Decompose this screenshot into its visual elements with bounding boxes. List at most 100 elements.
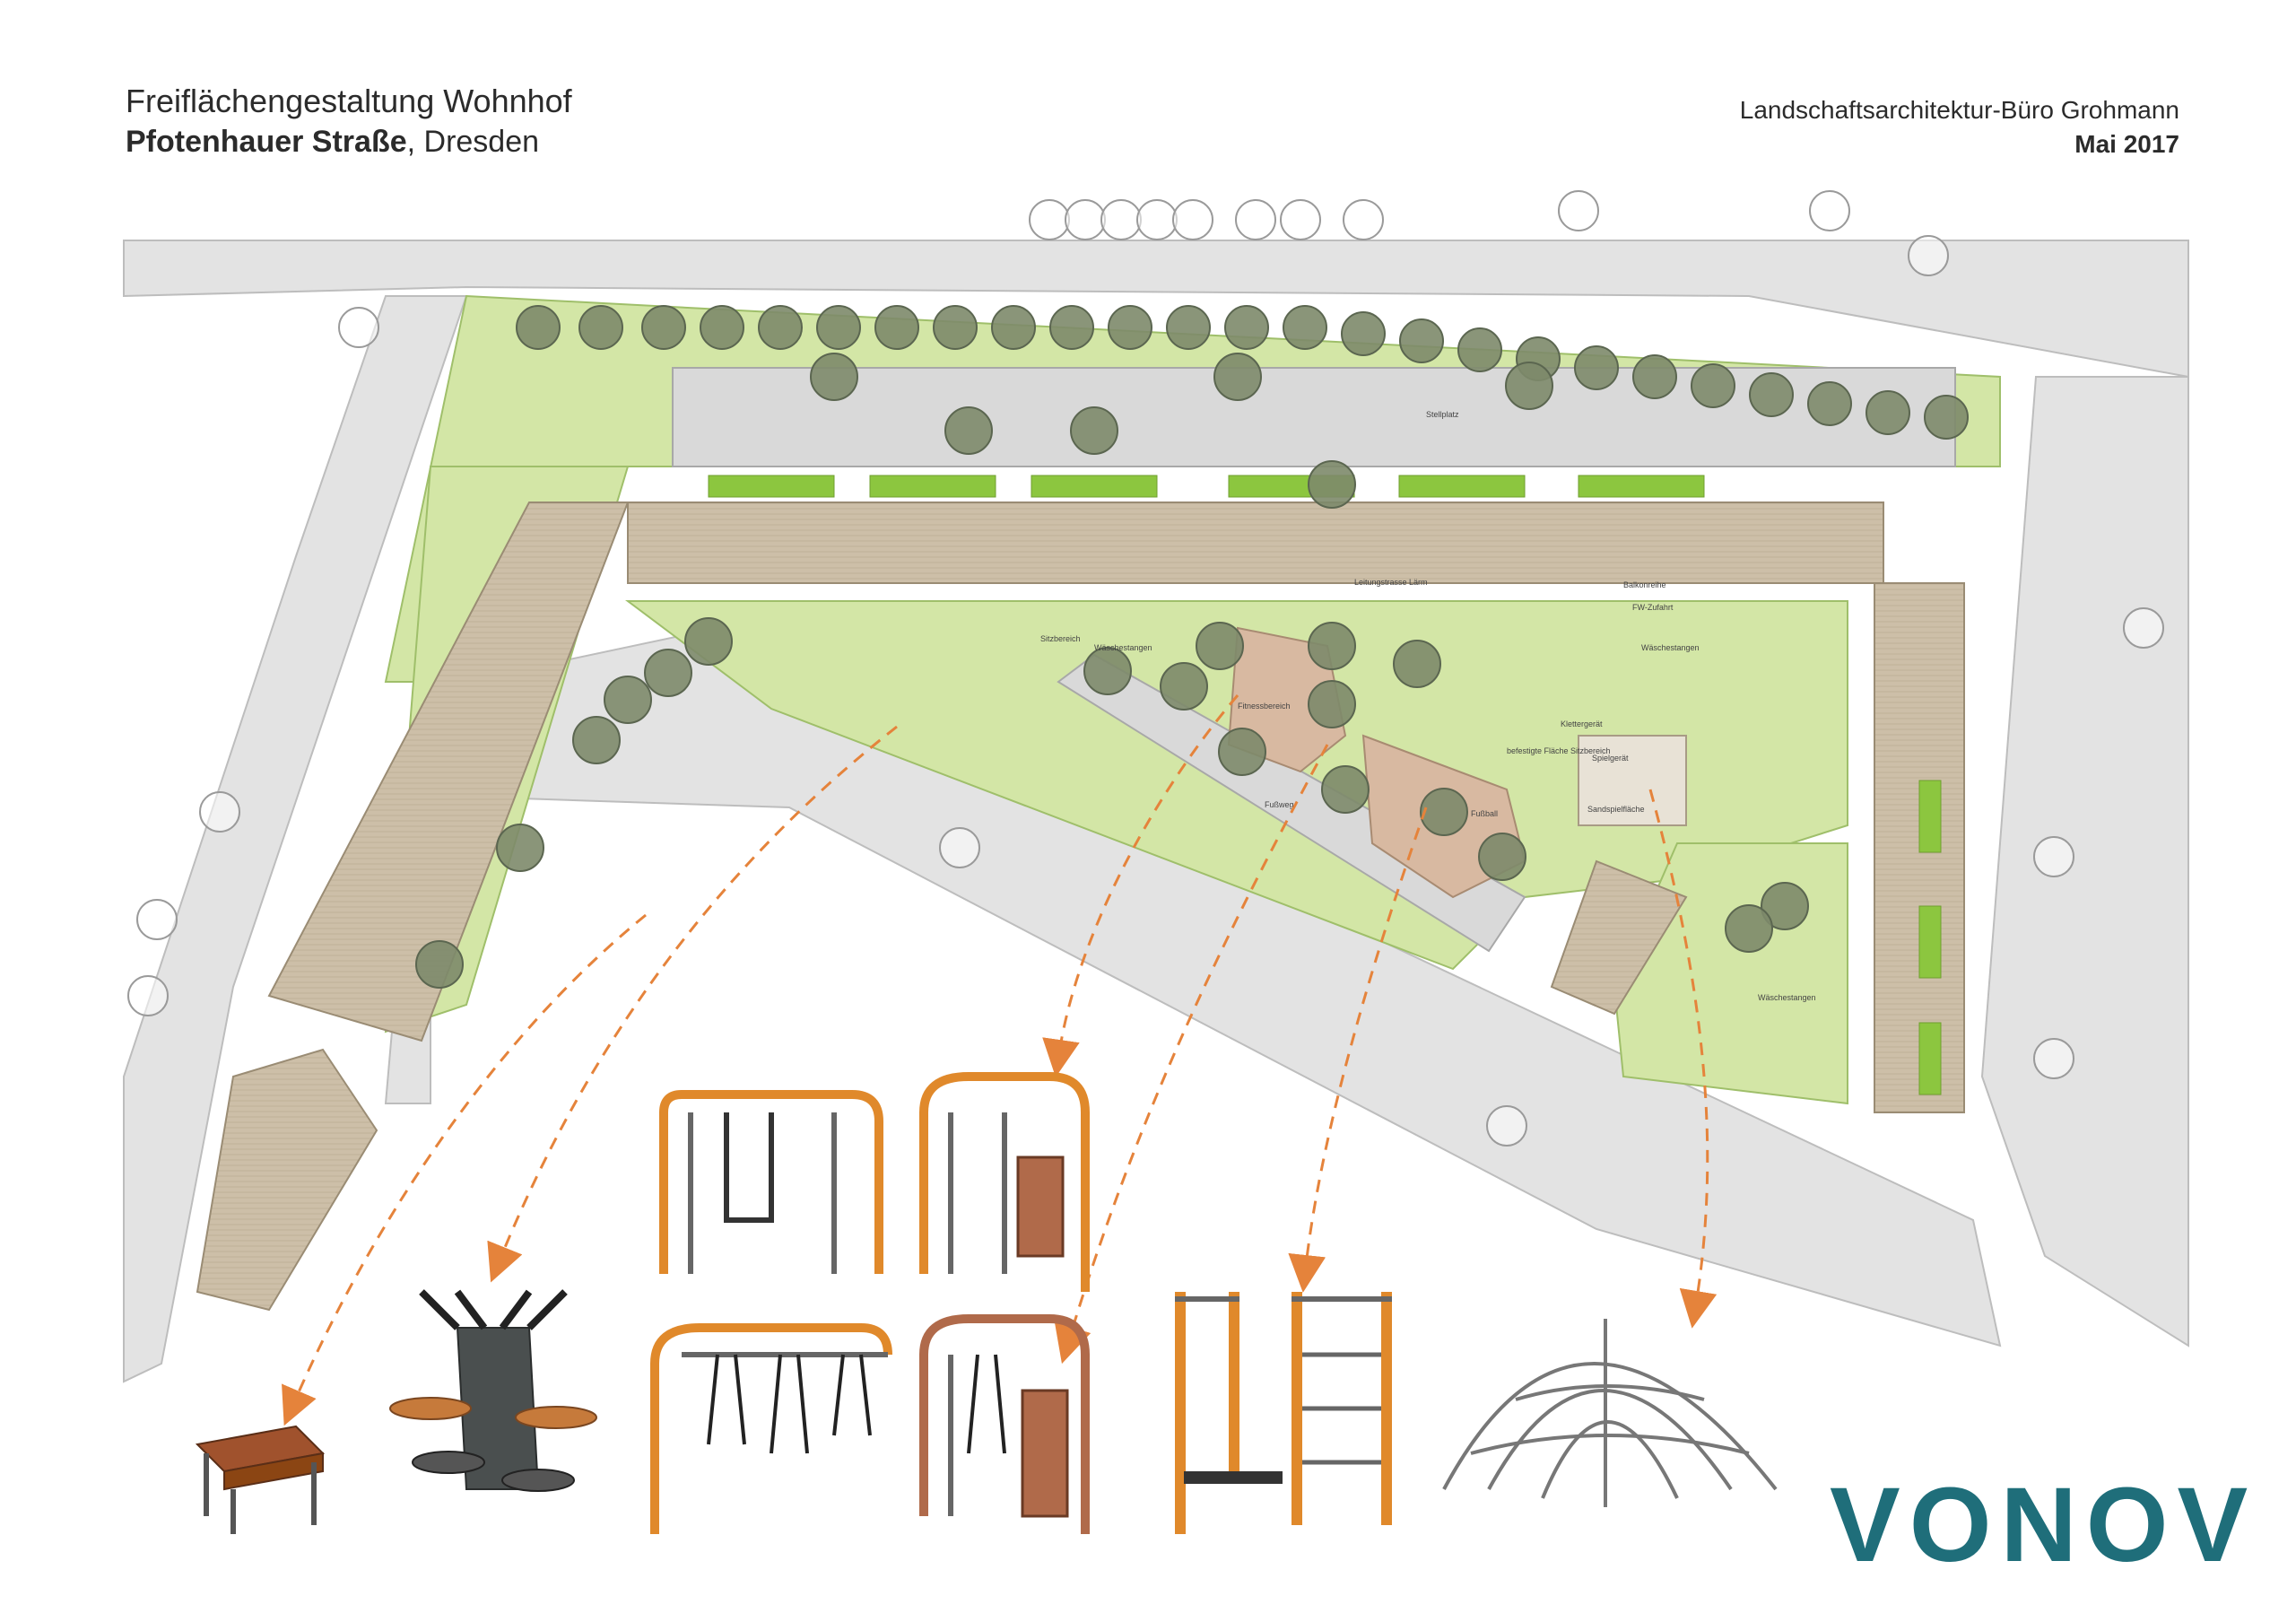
tree-icon [991, 305, 1036, 350]
hedge [1578, 475, 1705, 498]
tree-icon [1172, 199, 1213, 240]
tree-icon [1224, 305, 1269, 350]
parking-row-diagonal [1057, 653, 1526, 953]
tree-icon [1235, 199, 1276, 240]
equipment-bench [195, 1425, 326, 1534]
tree-icon [939, 827, 980, 868]
fitness-station-icon [919, 1314, 1090, 1534]
header-left: Freiflächengestaltung Wohnhof Pfotenhaue… [126, 81, 572, 161]
tree-icon [1108, 305, 1152, 350]
tree-icon [578, 305, 623, 350]
tree-icon [1308, 460, 1356, 509]
tree-icon [644, 649, 692, 697]
bench-icon [195, 1425, 326, 1534]
equipment-frame-1 [659, 1090, 883, 1274]
label-waeschestangen-3: Wäschestangen [1758, 993, 1816, 1002]
fitness-station-icon [659, 1090, 883, 1274]
city-name: , Dresden [406, 125, 540, 159]
tree-icon [415, 940, 464, 989]
tree-icon [199, 791, 240, 833]
equipment-pullup-bars [1175, 1292, 1392, 1534]
tree-icon [1280, 199, 1321, 240]
tree-icon [1160, 662, 1208, 711]
dashed-arrow-icon [487, 725, 898, 1283]
tree-icon [1420, 788, 1468, 836]
building-west [267, 501, 630, 1042]
tree-icon [338, 307, 379, 348]
fitness-station-icon [1175, 1292, 1392, 1534]
road-left [123, 295, 468, 1383]
label-sitzbereich: Sitzbereich [1040, 634, 1081, 643]
equipment-climbing-dome [1442, 1319, 1778, 1507]
tree-icon [700, 305, 744, 350]
vonovia-logo-text: VONOVIA [1830, 1471, 2260, 1570]
tree-icon [1486, 1105, 1527, 1147]
dashed-arrow-icon [1054, 744, 1329, 1365]
tree-icon [1070, 406, 1118, 455]
tree-icon [1218, 728, 1266, 776]
hedge [708, 475, 835, 498]
tree-icon [1343, 199, 1384, 240]
dashed-arrow-icon [282, 913, 647, 1426]
hedge [1918, 905, 1942, 979]
vonovia-logo: VONOVIA [1830, 1471, 2260, 1570]
tree-row-north [516, 305, 1969, 440]
plan-labels: Stellplatz Wäschestangen Wäschestangen W… [1040, 410, 1816, 1002]
tree-icon [1136, 199, 1178, 240]
tree-icon [572, 716, 621, 764]
building-north [627, 501, 1884, 584]
tree-icon [1725, 904, 1773, 953]
header-right: Landschaftsarchitektur-Büro Grohmann Mai… [1740, 93, 2179, 161]
sandpit-area [1578, 735, 1687, 826]
fitness-station-icon [919, 1072, 1090, 1292]
tree-icon [641, 305, 686, 350]
label-fussball: Fußball [1471, 809, 1498, 818]
tree-icon [2033, 1038, 2074, 1079]
tree-icon [1308, 680, 1356, 728]
tree-icon [127, 975, 169, 1016]
hedge [1031, 475, 1158, 498]
fitness-station-icon [650, 1323, 892, 1534]
plan-title: Freiflächengestaltung Wohnhof [126, 83, 572, 119]
tree-icon [604, 676, 652, 724]
label-fw-zufahrt: FW-Zufahrt [1632, 603, 1674, 612]
building-garage [1550, 859, 1688, 1016]
hedge [1918, 1022, 1942, 1095]
plan-date: Mai 2017 [2074, 130, 2179, 158]
tree-icon [1866, 390, 1910, 435]
tree-icon [1809, 190, 1850, 231]
parking-rows [672, 367, 1956, 953]
dashed-arrow-icon [1648, 789, 1718, 1329]
tree-icon [2033, 836, 2074, 877]
tree-icon [1283, 305, 1327, 350]
tree-icon [758, 305, 803, 350]
tree-icon [1100, 199, 1142, 240]
label-klettergeraet: Klettergerät [1561, 719, 1603, 728]
tree-icon [816, 305, 861, 350]
label-spielgeraet: Spielgerät [1592, 754, 1629, 763]
tree-icon [1065, 199, 1106, 240]
equipment-fitness-column [389, 1289, 597, 1492]
hedges [708, 475, 1942, 1095]
parking-row-north [672, 367, 1956, 467]
tree-icon [1083, 647, 1132, 695]
tree-icon [496, 824, 544, 872]
buildings [196, 501, 1965, 1312]
equipment-frame-2 [919, 1072, 1090, 1292]
arrows [282, 694, 1718, 1426]
tree-icon [1505, 362, 1553, 410]
street-name: Pfotenhauer Straße [126, 125, 407, 159]
label-stellplatz: Stellplatz [1426, 410, 1459, 419]
office-name: Landschaftsarchitektur-Büro Grohmann [1739, 96, 2179, 124]
tree-icon [1558, 190, 1599, 231]
tree-icon [1807, 381, 1852, 426]
hedge [1398, 475, 1526, 498]
road-right [1980, 376, 2189, 1347]
tree-icon [1574, 345, 1619, 390]
tree-icon [1029, 199, 1070, 240]
tree-icon [1749, 372, 1794, 417]
tree-icon [810, 353, 858, 401]
tree-icon [1924, 395, 1969, 440]
trees-light [127, 190, 2164, 1147]
